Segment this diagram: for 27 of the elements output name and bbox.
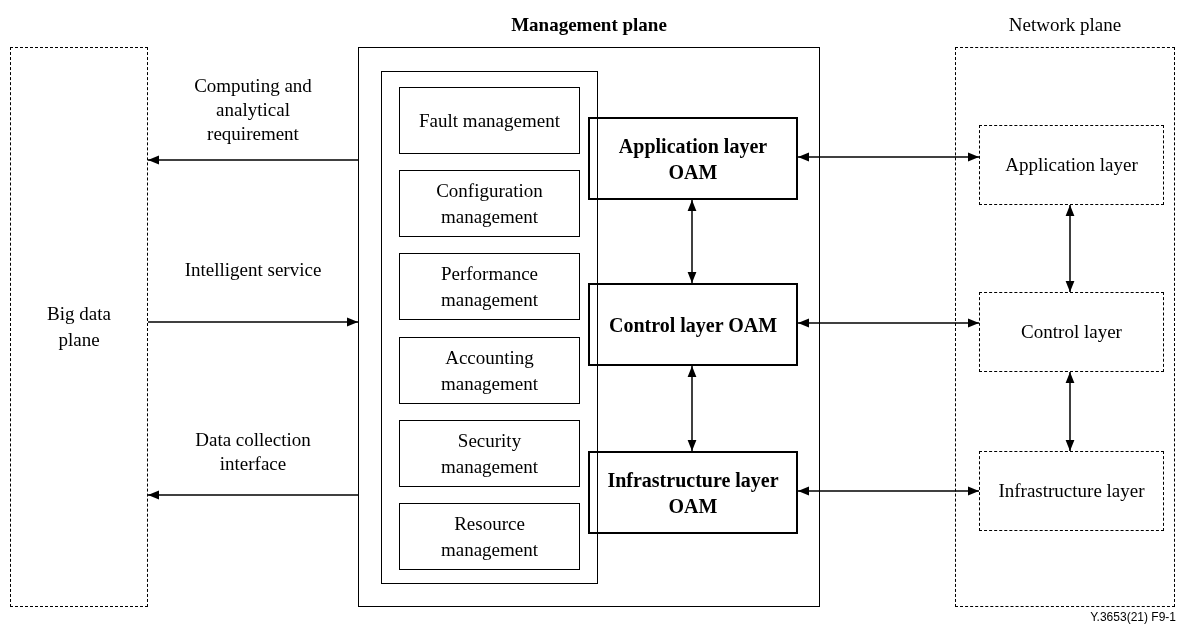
arrow bbox=[147, 317, 359, 327]
process-box: Control layer OAM bbox=[588, 283, 798, 366]
process-box: Application layer OAM bbox=[588, 117, 798, 200]
process-box: Accounting management bbox=[399, 337, 580, 404]
figure-number: Y.3653(21) F9-1 bbox=[1090, 610, 1176, 624]
dashed-box: Control layer bbox=[979, 292, 1164, 372]
process-box: Resource management bbox=[399, 503, 580, 570]
double-arrow bbox=[797, 152, 980, 162]
arrow bbox=[147, 155, 359, 165]
dashed-box: Application layer bbox=[979, 125, 1164, 205]
double-arrow bbox=[797, 318, 980, 328]
arrow bbox=[147, 490, 359, 500]
panel-heading: Network plane bbox=[1007, 14, 1123, 36]
double-arrow bbox=[687, 199, 697, 284]
process-box: Configuration management bbox=[399, 170, 580, 237]
process-box: Security management bbox=[399, 420, 580, 487]
dashed-box: Infrastructure layer bbox=[979, 451, 1164, 531]
process-box: Fault management bbox=[399, 87, 580, 154]
double-arrow bbox=[1065, 371, 1075, 452]
process-box: Infrastructure layer OAM bbox=[588, 451, 798, 534]
group-frame bbox=[381, 71, 598, 584]
panel-heading: Management plane bbox=[510, 14, 668, 36]
double-arrow bbox=[687, 365, 697, 452]
dashed-panel: Big data plane bbox=[10, 47, 148, 607]
process-box: Performance management bbox=[399, 253, 580, 320]
double-arrow bbox=[1065, 204, 1075, 293]
double-arrow bbox=[797, 486, 980, 496]
